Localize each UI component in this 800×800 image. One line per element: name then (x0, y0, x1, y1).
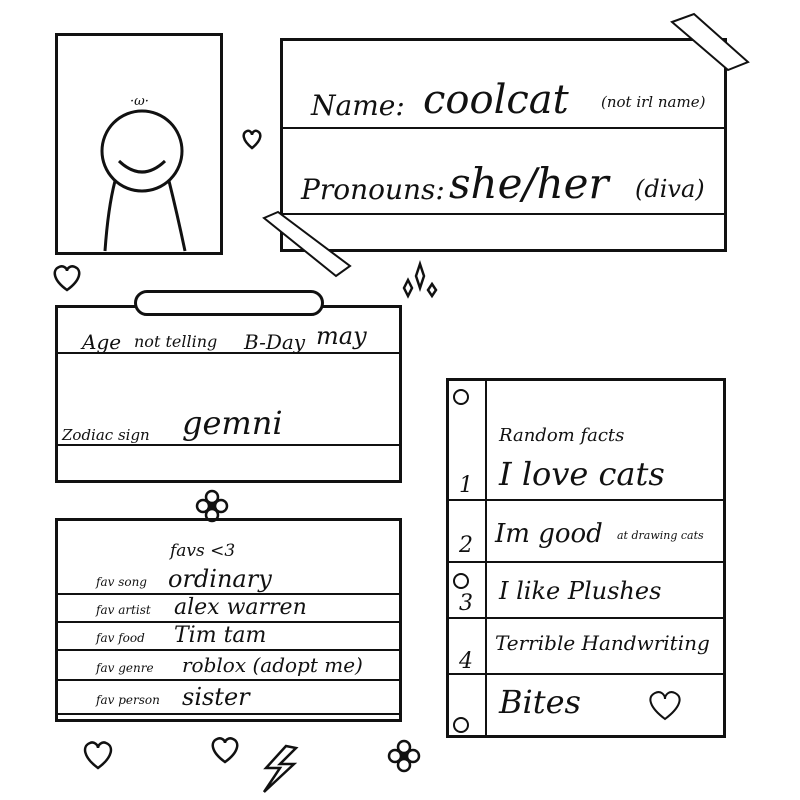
fav-artist-label: fav artist (96, 603, 151, 617)
age-value: not telling (134, 332, 218, 351)
fact-5-text: Bites (499, 683, 581, 721)
name-value: coolcat (423, 77, 569, 123)
fact-3-num: 3 (459, 591, 473, 616)
tape-top-right (670, 12, 750, 72)
tape-bottom-left (262, 210, 352, 278)
hole-1 (453, 389, 469, 405)
facts-title: Random facts (499, 425, 625, 446)
name-card: Name: coolcat (not irl name) Pronouns: s… (280, 38, 727, 252)
fav-genre-value: roblox (adopt me) (182, 653, 363, 677)
bday-label: B-Day (244, 330, 306, 354)
pronouns-label: Pronouns: (301, 173, 445, 206)
flower-icon (195, 489, 229, 523)
fact-2-text: Im good (495, 519, 603, 549)
favs-title: favs <3 (170, 541, 236, 561)
fact-2-num: 2 (459, 533, 473, 558)
fact-2-note: at drawing cats (617, 529, 704, 542)
zodiac-value: gemni (182, 404, 283, 442)
fav-food-value: Tim tam (174, 623, 267, 648)
pronouns-value: she/her (449, 159, 609, 208)
name-label: Name: (311, 89, 405, 122)
fact-1-num: 1 (459, 473, 473, 498)
sparkle-icon (402, 260, 438, 299)
clip-tab (134, 290, 324, 316)
flower-icon (387, 739, 421, 773)
avatar-frame: ·ω· (55, 33, 223, 255)
heart-icon (242, 129, 262, 150)
fact-4-num: 4 (459, 649, 473, 674)
age-label: Age (82, 330, 122, 354)
bday-value: may (316, 322, 367, 350)
fact-4-text: Terrible Handwriting (495, 631, 710, 655)
zodiac-label: Zodiac sign (62, 426, 150, 444)
lightning-icon (262, 744, 299, 793)
fact-5-heart-icon (649, 691, 681, 721)
fact-3-text: I like Plushes (499, 577, 662, 605)
fav-person-value: sister (182, 683, 250, 711)
fav-song-value: ordinary (168, 565, 272, 593)
favs-card: favs <3 fav song ordinary fav artist ale… (55, 518, 402, 722)
fav-food-label: fav food (96, 631, 145, 645)
hole-2 (453, 573, 469, 589)
heart-icon (83, 741, 113, 770)
fav-song-label: fav song (96, 575, 147, 589)
fav-genre-label: fav genre (96, 661, 154, 675)
hole-3 (453, 717, 469, 733)
fact-1-text: I love cats (499, 455, 665, 493)
facts-margin-line (485, 381, 487, 735)
facts-card: Random facts 1 I love cats 2 Im good at … (446, 378, 726, 738)
heart-icon (53, 265, 81, 292)
heart-icon (211, 737, 239, 764)
fav-artist-value: alex warren (174, 595, 307, 620)
avatar-face: ·ω· (130, 94, 149, 109)
fav-person-label: fav person (96, 693, 160, 707)
pronouns-note: (diva) (635, 175, 705, 203)
info-card: Age not telling B-Day may Zodiac sign ge… (55, 305, 402, 483)
name-note: (not irl name) (601, 93, 706, 111)
avatar-drawing (100, 109, 187, 252)
